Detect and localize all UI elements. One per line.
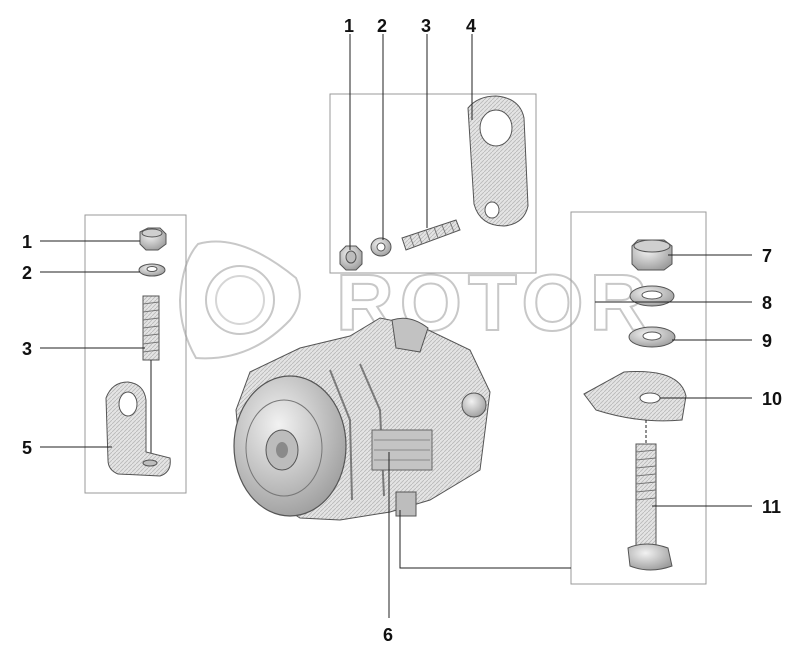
- top-stud: [401, 219, 461, 251]
- gearbox-housing: [233, 317, 491, 521]
- connector-gearbox-to-right: [399, 510, 571, 569]
- top-bracket: [467, 95, 529, 227]
- left-assembly-frame: [84, 214, 187, 494]
- watermark-ring-icon: [205, 265, 275, 335]
- callout-top-4: 4: [466, 16, 476, 36]
- top-washer: [370, 237, 392, 257]
- left-bracket: [105, 381, 171, 477]
- right-nut: [631, 239, 673, 271]
- callout-right-7: 7: [762, 246, 772, 266]
- right-flat-washer: [628, 326, 676, 348]
- callout-right-8: 8: [762, 293, 772, 313]
- watermark-rotor-triangle-icon: [178, 240, 301, 360]
- callout-right-10: 10: [762, 389, 782, 409]
- callout-left-1: 1: [22, 232, 32, 252]
- left-stud: [142, 295, 160, 361]
- callout-top-3: 3: [421, 16, 431, 36]
- gearbox-output-shaft: [461, 392, 487, 418]
- top-assembly-frame: [329, 93, 537, 274]
- callout-top-1: 1: [344, 16, 354, 36]
- left-washer: [138, 263, 166, 277]
- callout-right-11: 11: [762, 497, 781, 517]
- callout-left-3: 3: [22, 339, 32, 359]
- callout-left-5: 5: [22, 438, 32, 458]
- right-plate: [583, 371, 687, 422]
- callout-center-6: 6: [383, 625, 393, 645]
- callout-left-2: 2: [22, 263, 32, 283]
- callout-top-2: 2: [377, 16, 387, 36]
- right-spring-washer: [629, 285, 675, 307]
- top-nut: [339, 245, 363, 271]
- right-bolt: [627, 443, 673, 571]
- left-nut: [139, 227, 167, 251]
- callout-right-9: 9: [762, 331, 772, 351]
